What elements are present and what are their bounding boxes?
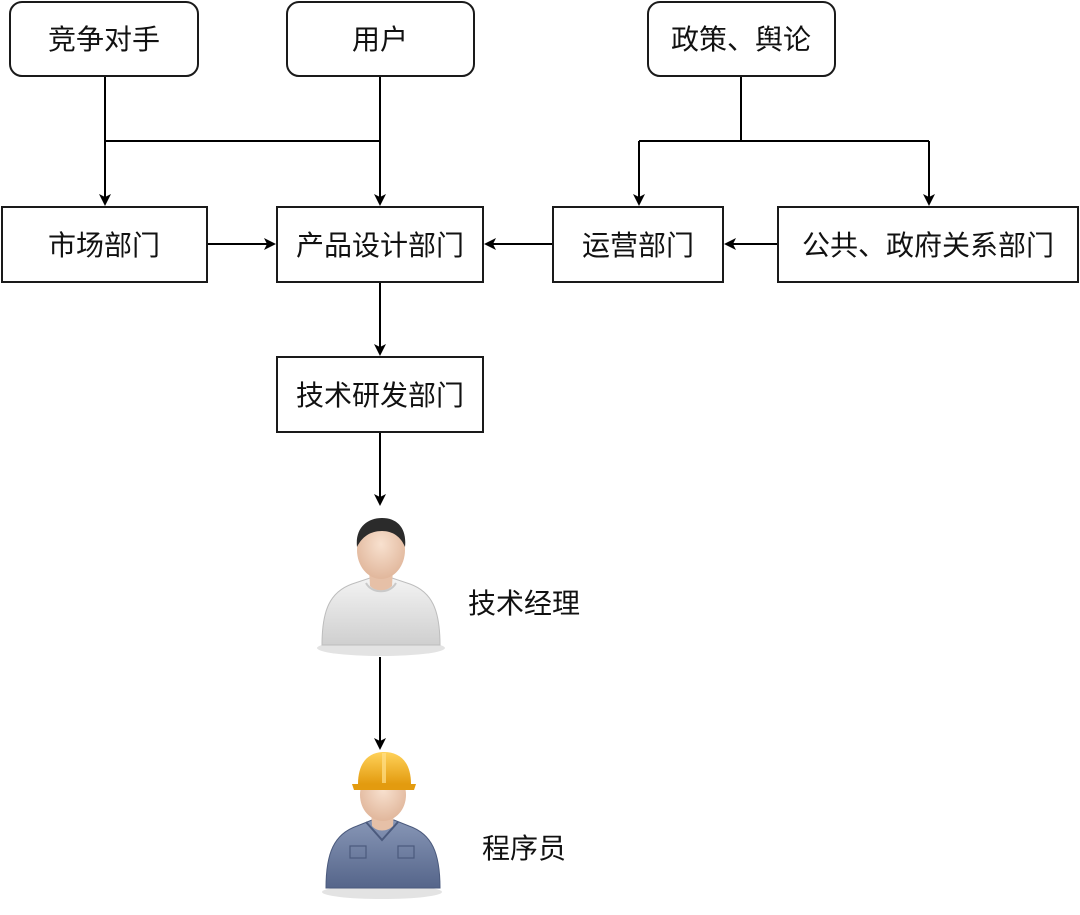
- node-market-dept: 市场部门: [1, 206, 208, 283]
- node-competitors: 竞争对手: [9, 1, 199, 77]
- node-users: 用户: [286, 1, 475, 77]
- node-competitors-label: 竞争对手: [48, 23, 160, 56]
- node-pr-dept-label: 公共、政府关系部门: [802, 229, 1054, 262]
- node-policy: 政策、舆论: [647, 1, 836, 77]
- programmer-label: 程序员: [482, 832, 566, 865]
- node-ops-dept: 运营部门: [552, 206, 724, 283]
- node-policy-label: 政策、舆论: [671, 23, 811, 56]
- node-users-label: 用户: [352, 23, 408, 56]
- node-tech-dept-label: 技术研发部门: [296, 379, 464, 412]
- node-tech-dept: 技术研发部门: [276, 356, 484, 433]
- node-product-dept-label: 产品设计部门: [296, 229, 464, 262]
- node-product-dept: 产品设计部门: [276, 206, 484, 283]
- tech-manager-avatar-icon: [317, 518, 445, 656]
- programmer-avatar-icon: [322, 752, 442, 899]
- edges: [99, 76, 935, 750]
- node-pr-dept: 公共、政府关系部门: [777, 206, 1079, 283]
- node-market-dept-label: 市场部门: [48, 229, 160, 262]
- tech-manager-label: 技术经理: [468, 587, 580, 620]
- node-ops-dept-label: 运营部门: [582, 229, 694, 262]
